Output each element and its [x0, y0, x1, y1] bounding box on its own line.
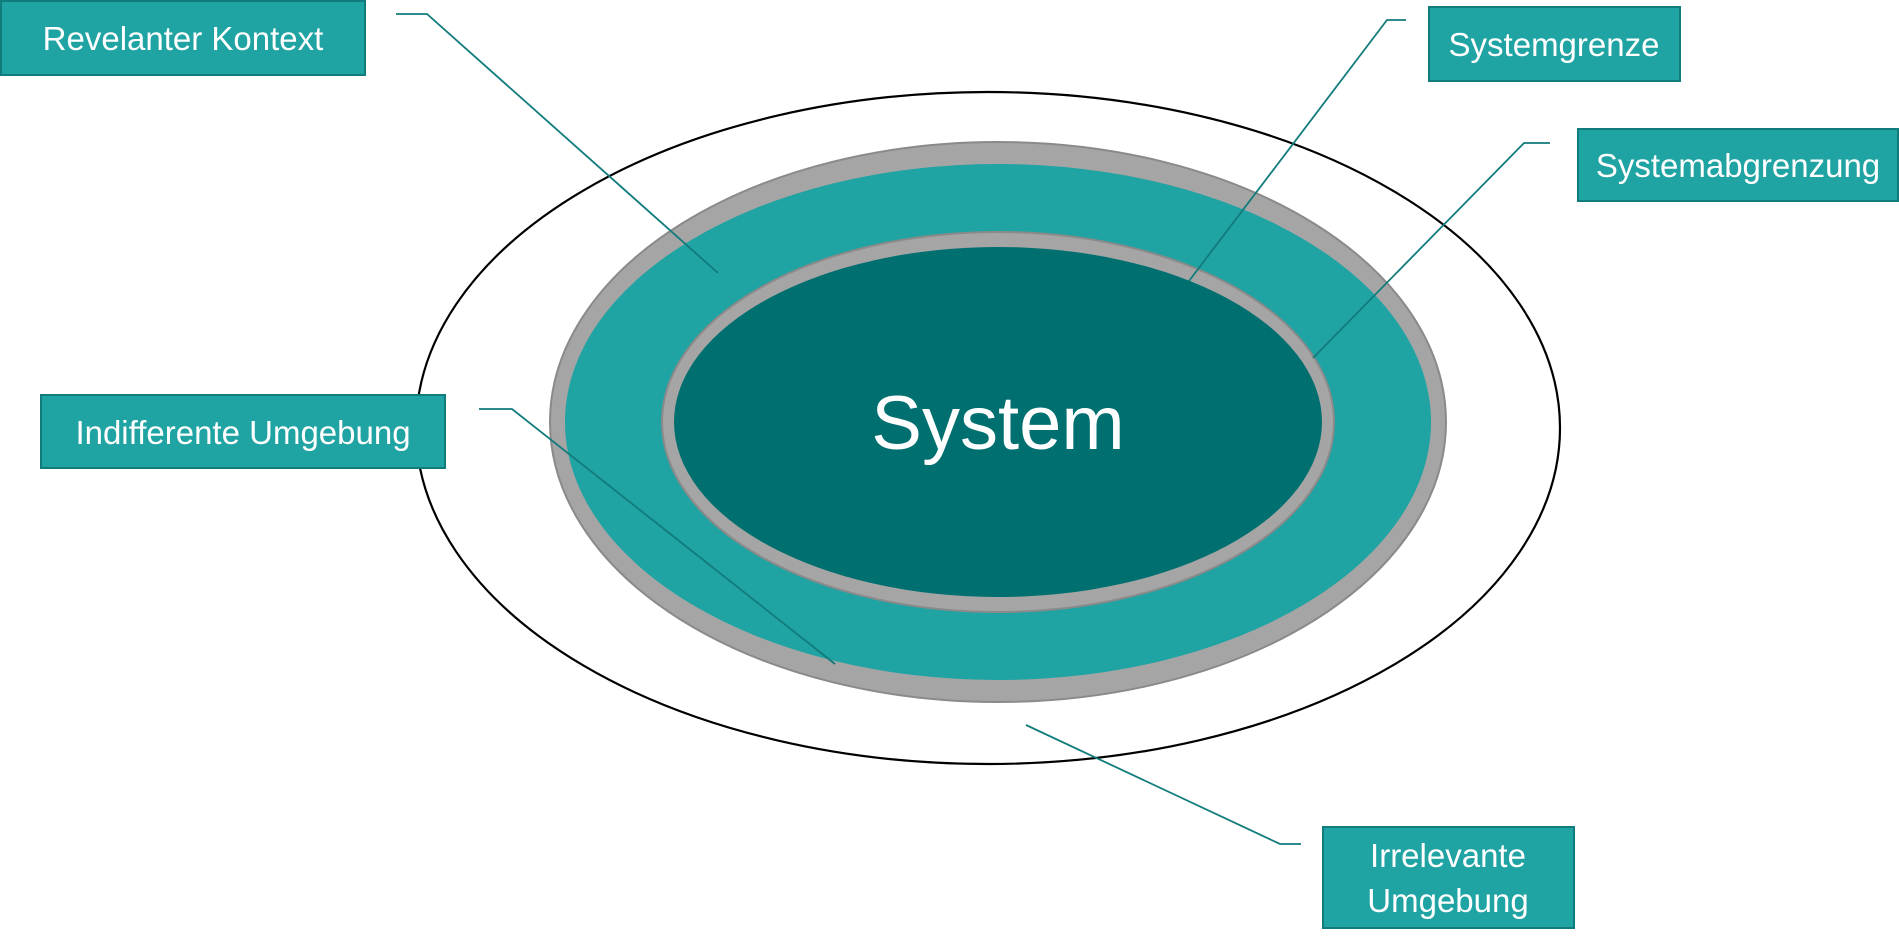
system-center-label: System: [871, 381, 1124, 466]
leader-line-indifferent-environment: [479, 408, 836, 665]
label-relevant-context: Revelanter Kontext: [0, 0, 366, 76]
label-indifferent-environment: Indifferente Umgebung: [40, 394, 446, 469]
label-system-delimitation: Systemabgrenzung: [1577, 128, 1899, 202]
label-indifferent-environment-text: Indifferente Umgebung: [75, 414, 410, 451]
label-irrelevant-environment: Irrelevante Umgebung: [1322, 826, 1575, 929]
label-system-boundary: Systemgrenze: [1428, 6, 1681, 82]
label-system-boundary-text: Systemgrenze: [1449, 26, 1660, 63]
label-irrelevant-environment-line2: Umgebung: [1367, 882, 1528, 919]
label-irrelevant-environment-line1: Irrelevante: [1370, 837, 1526, 874]
leader-line-system-boundary: [1188, 19, 1406, 282]
leader-line-relevant-context: [396, 13, 719, 274]
label-relevant-context-text: Revelanter Kontext: [43, 20, 324, 57]
leader-line-system-delimitation: [1312, 142, 1550, 359]
leader-line-irrelevant-environment: [1025, 724, 1301, 845]
system-core-ellipse: [674, 247, 1322, 597]
label-system-delimitation-text: Systemabgrenzung: [1596, 147, 1880, 184]
